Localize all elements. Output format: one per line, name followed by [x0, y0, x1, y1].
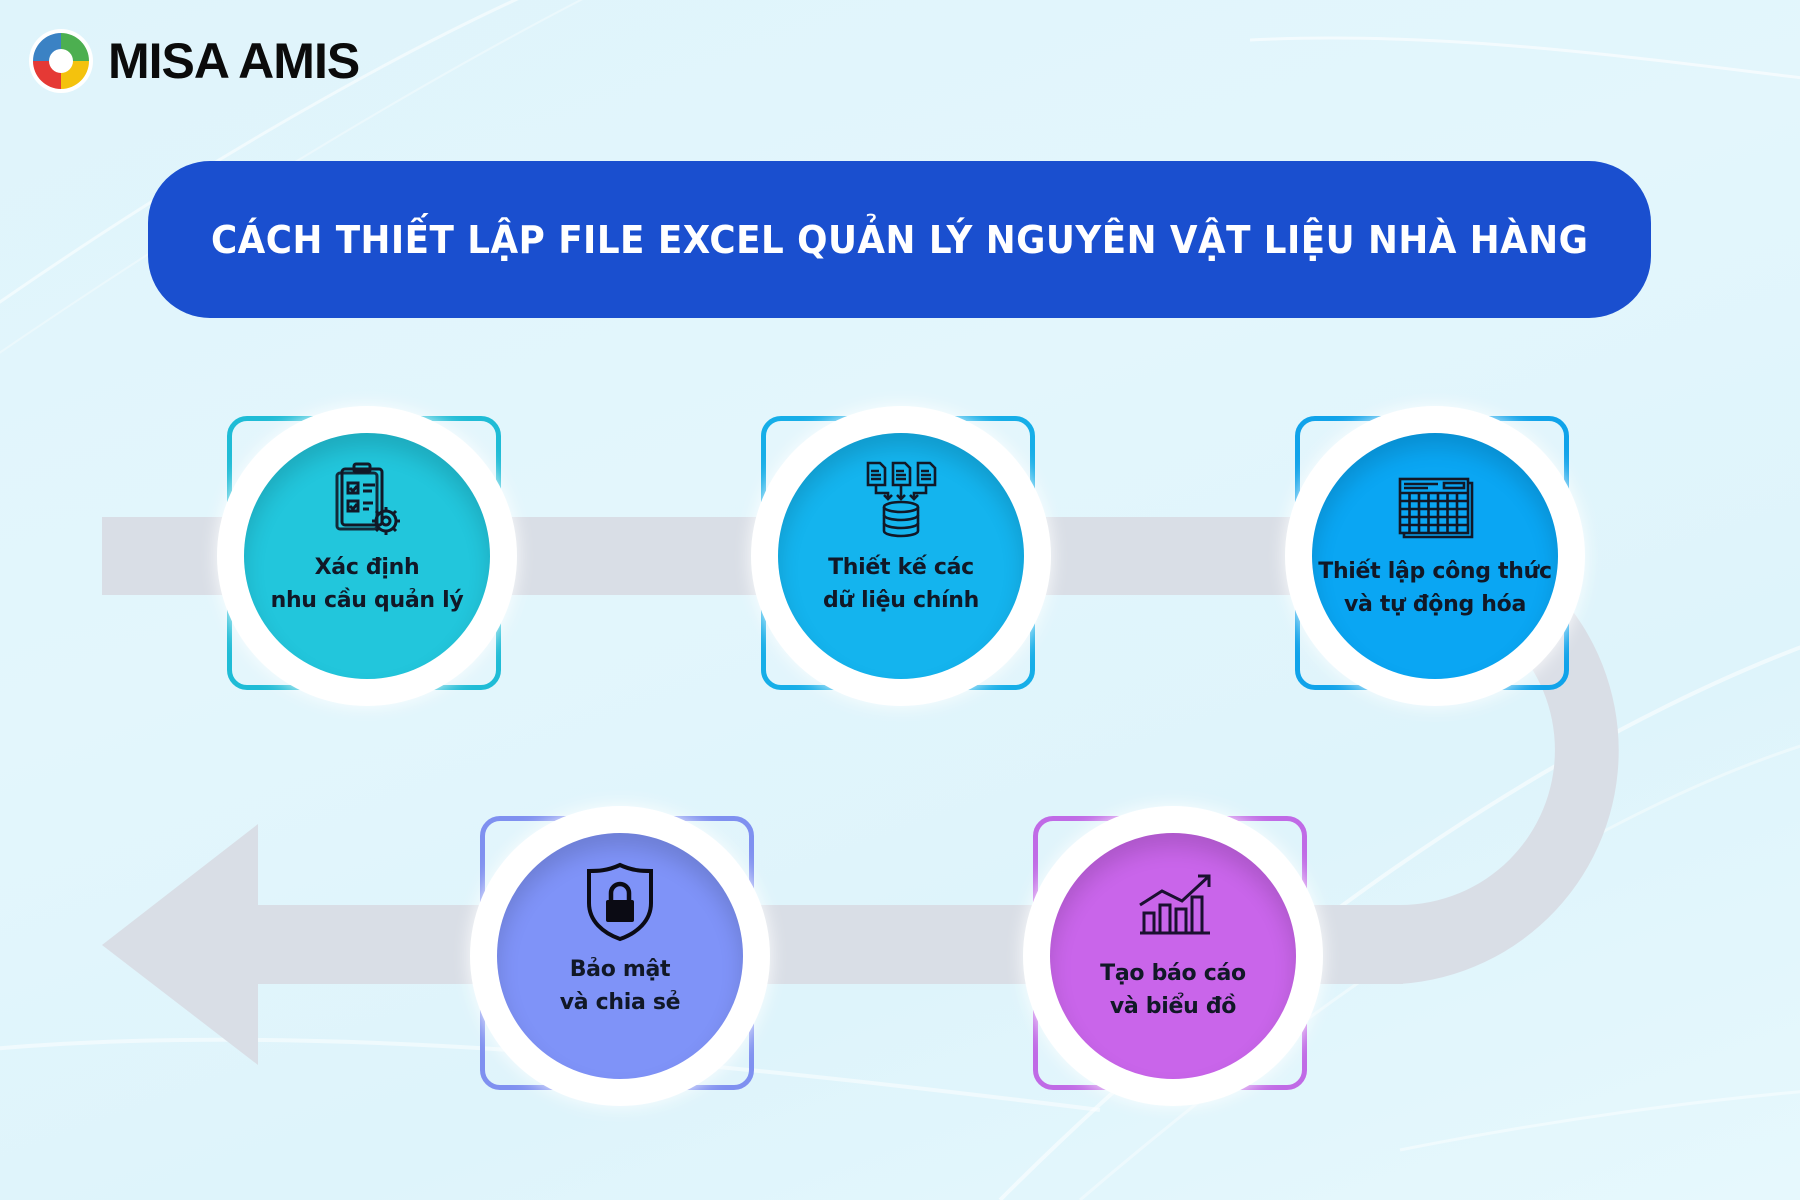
step-disc: Thiết kế các dữ liệu chính — [778, 433, 1024, 679]
brand-logo[interactable]: MISA AMIS — [28, 28, 360, 94]
step-label: Xác định nhu cầu quản lý — [271, 551, 464, 617]
step-disc: Bảo mật và chia sẻ — [497, 833, 743, 1079]
spreadsheet-grid-icon — [1398, 477, 1474, 539]
step-label-line2: nhu cầu quản lý — [270, 588, 464, 613]
step-disc: Thiết lập công thức và tự động hóa — [1312, 433, 1558, 679]
step-label-line2: dữ liệu chính — [822, 588, 980, 613]
bar-chart-trend-icon — [1139, 874, 1211, 935]
step-label: Tạo báo cáo và biểu đồ — [1100, 957, 1246, 1023]
step-label: Thiết kế các dữ liệu chính — [823, 551, 979, 617]
title-banner: CÁCH THIẾT LẬP FILE EXCEL QUẢN LÝ NGUYÊN… — [148, 161, 1651, 318]
brand-name: MISA AMIS — [108, 33, 360, 89]
step-label-line1: Xác định — [314, 555, 420, 580]
step-disc: Tạo báo cáo và biểu đồ — [1050, 833, 1296, 1079]
page-title: CÁCH THIẾT LẬP FILE EXCEL QUẢN LÝ NGUYÊN… — [210, 217, 1589, 262]
shield-lock-icon — [587, 862, 653, 942]
step-label: Bảo mật và chia sẻ — [560, 953, 681, 1019]
step-label-line1: Thiết kế các — [828, 555, 974, 580]
step-label-line1: Tạo báo cáo — [1100, 961, 1246, 986]
step-label-line1: Bảo mật — [569, 957, 671, 982]
documents-to-database-icon — [866, 461, 937, 538]
misa-swirl-logo-icon — [29, 29, 93, 93]
step-disc: Xác định nhu cầu quản lý — [244, 433, 490, 679]
clipboard-checklist-gear-icon — [335, 462, 400, 535]
step-label: Thiết lập công thức và tự động hóa — [1318, 555, 1552, 621]
step-label-line2: và chia sẻ — [559, 990, 681, 1015]
step-label-line2: và tự động hóa — [1343, 592, 1527, 617]
step-label-line1: Thiết lập công thức — [1318, 559, 1552, 584]
step-label-line2: và biểu đồ — [1109, 994, 1237, 1019]
